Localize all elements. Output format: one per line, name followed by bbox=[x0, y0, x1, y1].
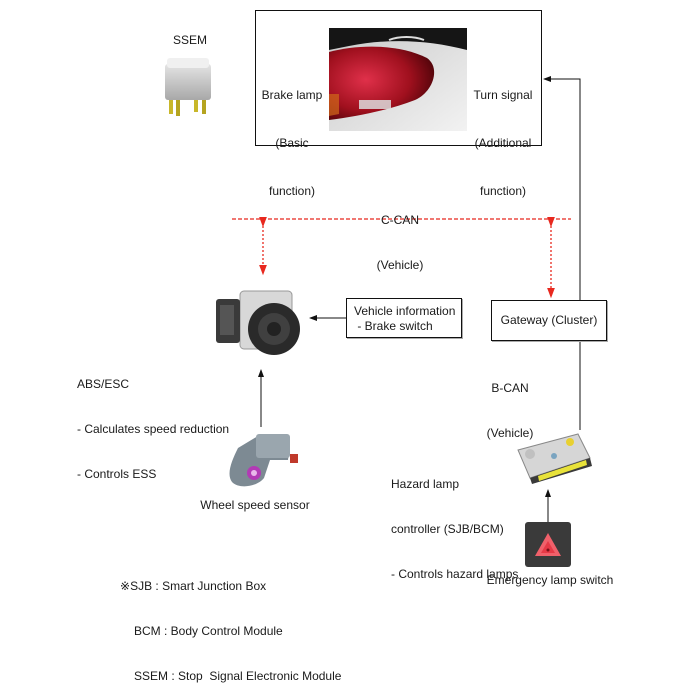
turn-signal-label: Turn signal (Additional function) bbox=[466, 55, 540, 215]
connection-lines bbox=[232, 76, 581, 522]
abs-esc-item: - Controls ESS bbox=[77, 467, 157, 481]
abs-esc-title: ABS/ESC bbox=[77, 377, 130, 391]
ssem-module-icon bbox=[165, 58, 211, 116]
c-can-subtitle: (Vehicle) bbox=[376, 258, 424, 272]
tail-lamp-photo bbox=[329, 28, 467, 131]
brake-lamp-line-1: Brake lamp bbox=[261, 88, 323, 102]
sjb-bcm-module-icon bbox=[517, 433, 592, 484]
wheel-speed-sensor-label: Wheel speed sensor bbox=[200, 498, 310, 512]
brake-lamp-line-2: (Basic bbox=[275, 136, 309, 150]
c-can-title: C-CAN bbox=[381, 213, 419, 227]
b-can-label: B-CAN (Vehicle) bbox=[477, 351, 543, 456]
hazard-line: controller (SJB/BCM) bbox=[391, 522, 504, 536]
b-can-title: B-CAN bbox=[491, 381, 529, 395]
gateway-label: Gateway (Cluster) bbox=[500, 313, 598, 327]
turn-signal-line-3: function) bbox=[479, 184, 527, 198]
gateway-to-lamp-line bbox=[543, 76, 581, 300]
brake-lamp-label: Brake lamp (Basic function) bbox=[257, 55, 327, 215]
gateway-cluster-box: Gateway (Cluster) bbox=[491, 300, 607, 341]
vehicle-info-title: Vehicle information bbox=[354, 304, 456, 318]
legend-item: SJB : Smart Junction Box bbox=[130, 579, 267, 593]
brake-lamp-line-3: function) bbox=[268, 184, 316, 198]
abs-esc-item: - Calculates speed reduction bbox=[77, 422, 230, 436]
legend-item: BCM : Body Control Module bbox=[134, 624, 283, 638]
abs-esc-description: ABS/ESC - Calculates speed reduction - C… bbox=[77, 347, 229, 497]
hazard-controller-description: Hazard lamp controller (SJB/BCM) - Contr… bbox=[391, 447, 518, 597]
emergency-lamp-switch-icon[interactable] bbox=[525, 522, 571, 567]
wheel-speed-sensor-icon bbox=[229, 434, 298, 487]
legend-item: SSEM : Stop Signal Electronic Module bbox=[134, 669, 342, 683]
vehicle-information-box: Vehicle information - Brake switch bbox=[346, 298, 462, 338]
turn-signal-line-1: Turn signal bbox=[473, 88, 533, 102]
emergency-lamp-switch-label: Emergency lamp switch bbox=[486, 573, 614, 587]
reference-mark: ※ bbox=[120, 579, 131, 593]
ssem-label: SSEM bbox=[172, 33, 207, 47]
b-can-subtitle: (Vehicle) bbox=[486, 426, 534, 440]
vehicle-info-item: - Brake switch bbox=[354, 319, 433, 333]
abbreviation-legend: ※SJB : Smart Junction Box BCM : Body Con… bbox=[120, 549, 341, 699]
hazard-line: Hazard lamp bbox=[391, 477, 460, 491]
c-can-label: C-CAN (Vehicle) bbox=[360, 183, 440, 288]
hazard-line: - Controls hazard lamps bbox=[391, 567, 519, 581]
abs-esc-module-icon bbox=[216, 290, 300, 355]
turn-signal-line-2: (Additional bbox=[474, 136, 532, 150]
